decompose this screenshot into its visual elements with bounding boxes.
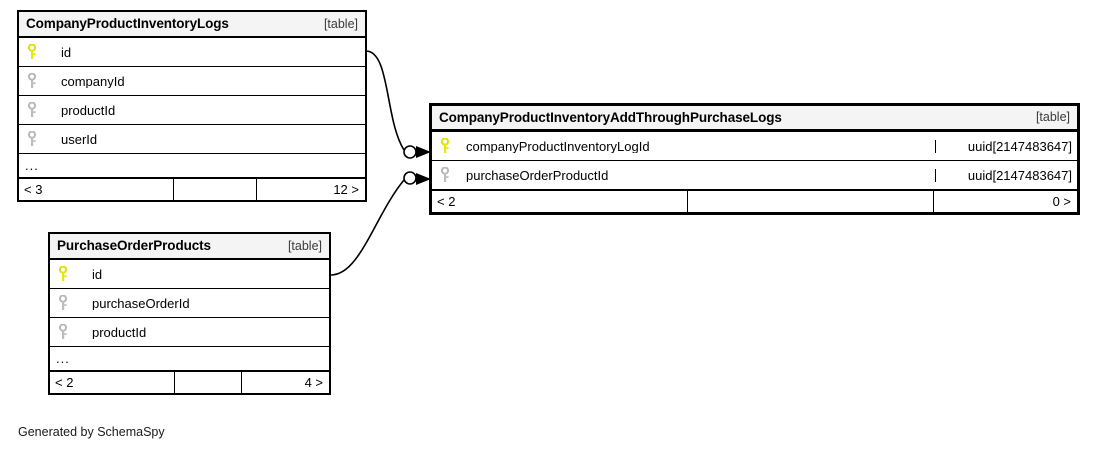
key-icon-foreign	[19, 73, 45, 89]
key-icon-foreign	[432, 167, 458, 183]
entity-title: PurchaseOrderProducts	[57, 238, 211, 254]
column-name: id	[92, 267, 103, 281]
entity-title: CompanyProductInventoryLogs	[26, 16, 229, 32]
column-name: companyId	[61, 74, 125, 88]
column-row[interactable]: companyId	[19, 67, 365, 96]
key-icon-foreign	[50, 324, 76, 340]
column-name: userId	[61, 132, 98, 146]
column-type: uuid[2147483647]	[935, 168, 1077, 182]
column-row[interactable]: productId	[50, 318, 329, 347]
key-icon-primary	[432, 138, 458, 154]
entity-table-purchase-order-products[interactable]: PurchaseOrderProducts [table] id	[48, 232, 331, 395]
ellipsis-label: ...	[25, 158, 39, 173]
footer-parents-count[interactable]: < 2	[50, 372, 175, 393]
entity-header: CompanyProductInventoryAddThroughPurchas…	[432, 106, 1077, 132]
column-name: productId	[92, 325, 147, 339]
entity-type-tag: [table]	[323, 16, 358, 31]
column-row[interactable]: id	[50, 260, 329, 289]
column-row[interactable]: productId	[19, 96, 365, 125]
footer-children-count[interactable]: 0 >	[1052, 194, 1071, 209]
entity-table-company-product-inventory-add-through-purchase-logs[interactable]: CompanyProductInventoryAddThroughPurchas…	[429, 103, 1080, 215]
footer-children-count[interactable]: 4 >	[304, 375, 323, 390]
key-icon-foreign	[19, 131, 45, 147]
relationship-connector-logs-to-addthrough	[365, 50, 431, 159]
footer-children-count[interactable]: 12 >	[333, 182, 359, 197]
column-name: purchaseOrderId	[92, 296, 190, 310]
entity-header: PurchaseOrderProducts [table]	[50, 234, 329, 260]
entity-footer: < 2 0 >	[432, 190, 1077, 212]
column-name: id	[61, 45, 72, 59]
column-row[interactable]: companyProductInventoryLogId uuid[214748…	[432, 132, 1077, 161]
footer-parents-count[interactable]: < 3	[19, 179, 174, 200]
entity-header: CompanyProductInventoryLogs [table]	[19, 12, 365, 38]
key-icon-primary	[19, 44, 45, 60]
ellipsis-label: ...	[56, 351, 70, 366]
column-name: purchaseOrderProductId	[466, 168, 609, 182]
cardinality-zero-circle	[403, 145, 417, 159]
column-name: companyProductInventoryLogId	[466, 139, 650, 153]
entity-table-company-product-inventory-logs[interactable]: CompanyProductInventoryLogs [table] id	[17, 10, 367, 202]
key-icon-foreign	[50, 295, 76, 311]
cardinality-zero-circle	[403, 171, 417, 185]
entity-type-tag: [table]	[287, 238, 322, 253]
column-row[interactable]: userId	[19, 125, 365, 154]
column-row[interactable]: purchaseOrderProductId uuid[2147483647]	[432, 161, 1077, 190]
generated-by-credit: Generated by SchemaSpy	[18, 425, 165, 439]
entity-title: CompanyProductInventoryAddThroughPurchas…	[439, 109, 782, 125]
column-name: productId	[61, 103, 116, 117]
entity-footer: < 3 12 >	[19, 178, 365, 200]
entity-footer: < 2 4 >	[50, 371, 329, 393]
footer-spacer	[174, 179, 257, 200]
column-row[interactable]: id	[19, 38, 365, 67]
entity-type-tag: [table]	[1035, 110, 1070, 125]
footer-parents-count[interactable]: < 2	[432, 191, 688, 212]
column-row[interactable]: purchaseOrderId	[50, 289, 329, 318]
more-columns-ellipsis: ...	[19, 154, 365, 178]
key-icon-foreign	[19, 102, 45, 118]
footer-spacer	[688, 191, 934, 212]
key-icon-primary	[50, 266, 76, 282]
footer-spacer	[175, 372, 242, 393]
more-columns-ellipsis: ...	[50, 347, 329, 371]
column-type: uuid[2147483647]	[935, 139, 1077, 153]
